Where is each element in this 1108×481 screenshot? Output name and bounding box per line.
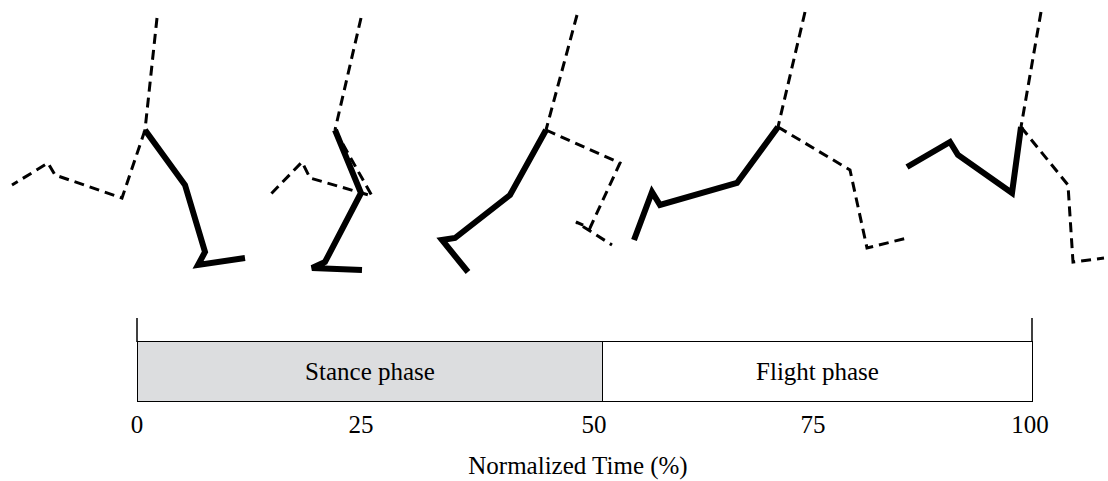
- solid-segments: [145, 127, 1021, 272]
- stance-leg: [634, 127, 778, 240]
- flight-phase-band: Flight phase: [602, 341, 1033, 402]
- stance-leg: [442, 130, 546, 272]
- tick-label: 100: [1011, 411, 1049, 439]
- stance-phase-band: Stance phase: [137, 341, 603, 402]
- stance-leg: [145, 130, 245, 265]
- bracket: [137, 318, 1032, 342]
- tick-label: 75: [801, 411, 826, 439]
- bracket-end: [1031, 318, 1033, 342]
- swing-leg: [546, 130, 620, 245]
- trunk: [778, 12, 805, 127]
- swing-leg: [778, 127, 907, 248]
- stance-leg: [907, 127, 1021, 193]
- dashed-segments: [12, 12, 1104, 262]
- swing-leg: [1021, 127, 1104, 262]
- axis-title: Normalized Time (%): [468, 452, 687, 480]
- tick-label: 25: [349, 411, 374, 439]
- bracket-end: [136, 318, 138, 342]
- trunk: [145, 18, 157, 130]
- swing-leg: [12, 130, 145, 198]
- trunk: [1021, 12, 1041, 127]
- trunk: [335, 18, 361, 130]
- trunk: [546, 15, 577, 130]
- tick-label: 50: [582, 411, 607, 439]
- phase-label: Stance phase: [305, 358, 435, 386]
- stance-leg: [312, 130, 362, 270]
- phase-label: Flight phase: [756, 358, 879, 386]
- tick-label: 0: [131, 411, 144, 439]
